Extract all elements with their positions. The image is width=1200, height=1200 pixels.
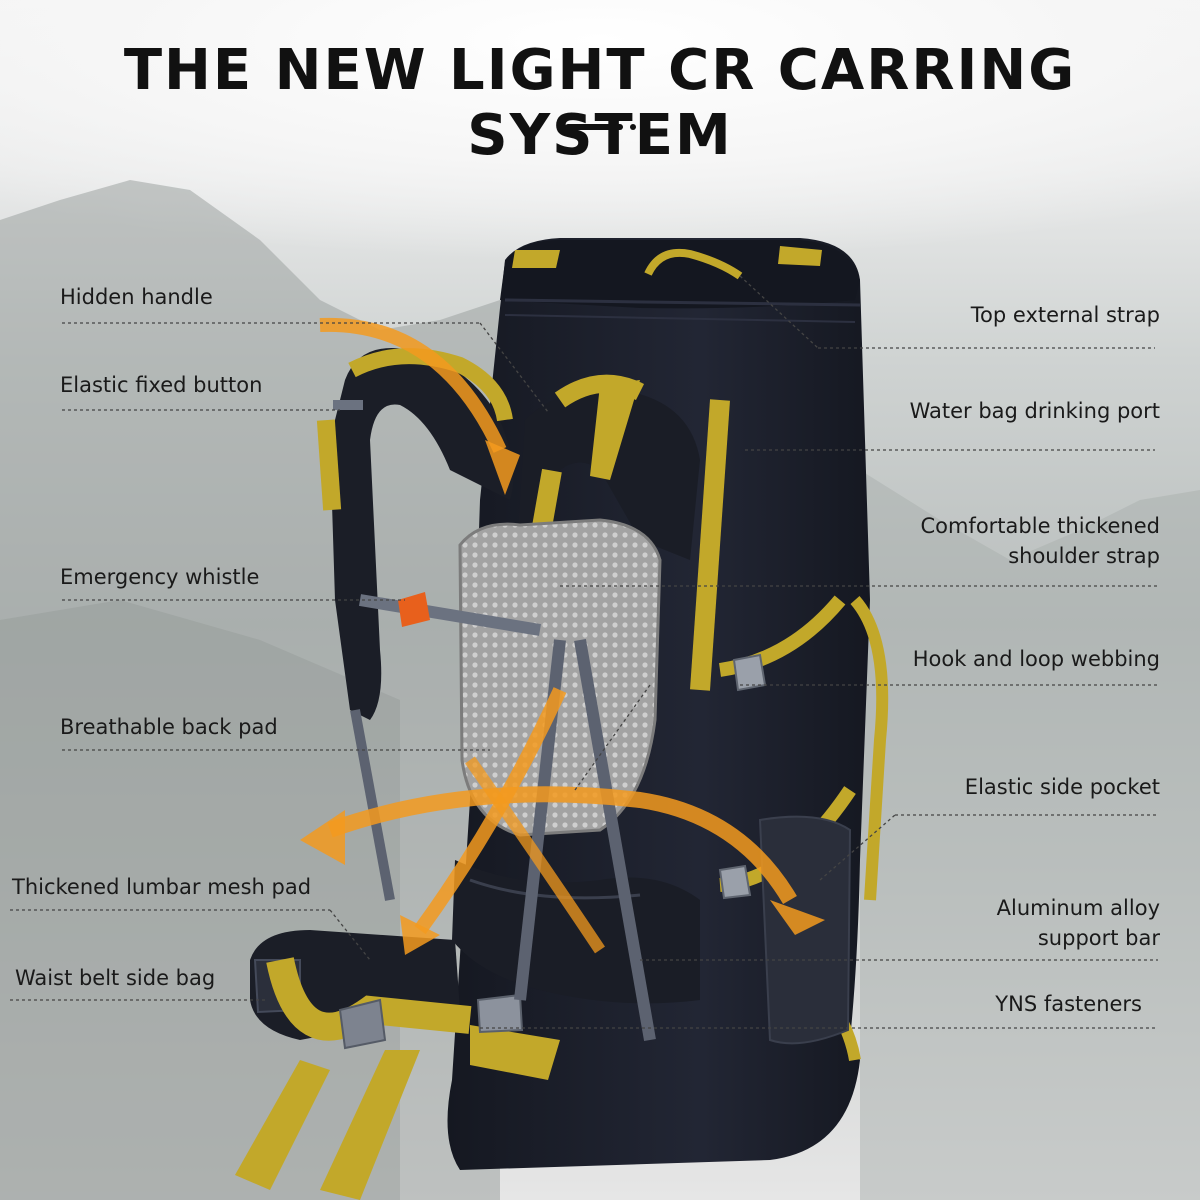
leader-lines-left xyxy=(10,322,549,1001)
mountain-silhouette-right xyxy=(860,470,1200,1200)
lumbar-swing-arrow xyxy=(327,786,797,905)
page-title: THE NEW LIGHT CR CARRING SYSTEM xyxy=(123,38,1077,168)
label-comfortable-thickened-shoulder-strap: Comfortable thickened shoulder strap xyxy=(920,514,1160,568)
label-water-bag-drinking-port: Water bag drinking port xyxy=(909,399,1160,423)
label-aluminum-alloy-support-bar: Aluminum alloy support bar xyxy=(996,896,1160,950)
diagonal-arrow xyxy=(414,687,567,935)
label-top-external-strap: Top external strap xyxy=(970,303,1160,327)
right-shoulder-strap xyxy=(510,389,700,660)
top-swing-arrow xyxy=(319,317,507,453)
label-thickened-lumbar-mesh-pad: Thickened lumbar mesh pad xyxy=(12,875,312,899)
label-hidden-handle: Hidden handle xyxy=(60,285,213,309)
top-strap-loop xyxy=(644,249,743,280)
emergency-whistle-buckle xyxy=(398,592,430,627)
leader-lines-right xyxy=(480,275,1158,1029)
yns-fastener-buckle xyxy=(476,993,524,1034)
side-compression-strap xyxy=(690,399,730,691)
hip-belt-buckle xyxy=(338,998,387,1050)
foreground-haze xyxy=(0,600,400,1200)
label-emergency-whistle: Emergency whistle xyxy=(60,565,260,589)
top-lid xyxy=(500,240,860,309)
label-breathable-back-pad: Breathable back pad xyxy=(60,715,278,739)
label-hook-and-loop-webbing: Hook and loop webbing xyxy=(912,647,1160,671)
label-elastic-side-pocket: Elastic side pocket xyxy=(964,775,1160,799)
label-elastic-fixed-button: Elastic fixed button xyxy=(60,373,263,397)
label-yns-fasteners: YNS fasteners xyxy=(995,992,1142,1016)
title-underline-dash xyxy=(565,124,623,130)
left-shoulder-strap xyxy=(330,348,514,720)
label-waist-belt-side-bag: Waist belt side bag xyxy=(15,966,216,990)
title-underline-dot xyxy=(630,124,636,130)
